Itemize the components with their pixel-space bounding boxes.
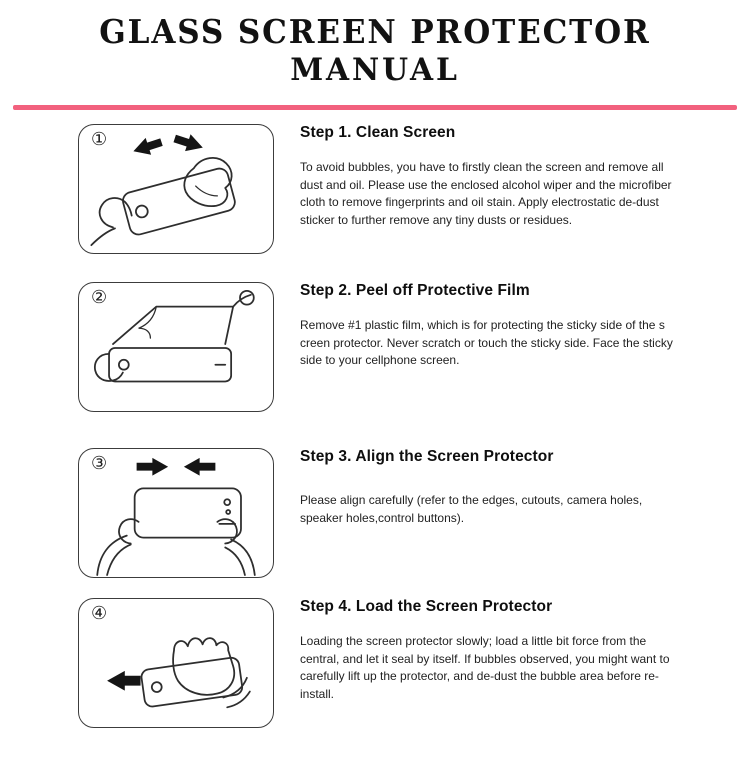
step-2-number: ② — [91, 287, 108, 308]
holding-hand — [94, 353, 124, 382]
align-left-arrow-icon — [183, 457, 216, 476]
step-4-load-protector-illustration — [107, 637, 251, 709]
step-1-clean-screen-illustration — [90, 134, 236, 247]
left-hand — [96, 534, 128, 576]
manual-title-line1: GLASS SCREEN PROTECTOR — [99, 12, 651, 51]
step-3-row: ③ Step 3. Align the Screen Protector — [78, 448, 738, 578]
title-divider — [13, 105, 737, 110]
step-3-align-illustration — [96, 457, 256, 576]
pulling-fingertip — [239, 289, 255, 306]
step-1-illustration-box: ① — [78, 124, 274, 254]
right-hand — [230, 538, 256, 576]
step-2-peel-film-illustration — [94, 289, 255, 383]
step-3-number: ③ — [91, 453, 108, 474]
phone-outline — [122, 167, 236, 236]
cleaning-cloth-hand — [183, 157, 233, 207]
step-4-illustration-box: ④ — [78, 598, 274, 728]
step-4-row: ④ Step 4. Load the Screen Protector Load… — [78, 598, 738, 728]
pressing-hand — [172, 637, 235, 696]
manual-title-line2: MANUAL — [290, 52, 460, 88]
step-4-heading: Step 4. Load the Screen Protector — [300, 598, 553, 615]
step-2-heading: Step 2. Peel off Protective Film — [300, 282, 530, 299]
phone-outline — [140, 656, 244, 708]
step-3-body: Please align carefully (refer to the edg… — [300, 493, 643, 525]
step-2-row: ② Step 2. Peel off Protective Film Remov… — [78, 282, 738, 412]
press-left-arrow-icon — [107, 670, 141, 691]
holding-thumb — [98, 197, 133, 229]
step-2-illustration-box: ② — [78, 282, 274, 412]
step-1-body: To avoid bubbles, you have to firstly cl… — [300, 160, 672, 227]
step-4-body: Loading the screen protector slowly; loa… — [300, 634, 670, 701]
step-1-row: ① Step 1. Clean Screen To avoid bubbles,… — [78, 124, 738, 254]
protective-film — [112, 305, 234, 345]
film-curl — [138, 305, 157, 339]
step-1-number: ① — [91, 129, 108, 150]
phone-outline — [133, 487, 242, 539]
manual-page: GLASS SCREEN PROTECTOR MANUAL ① Step 1. … — [0, 12, 750, 762]
align-right-arrow-icon — [136, 457, 169, 476]
step-3-heading: Step 3. Align the Screen Protector — [300, 448, 554, 465]
phone-outline — [108, 347, 233, 383]
step-4-number: ④ — [91, 603, 108, 624]
step-3-illustration-box: ③ — [78, 448, 274, 578]
wipe-right-arrow-icon — [173, 134, 203, 152]
step-2-body: Remove #1 plastic film, which is for pro… — [300, 318, 673, 368]
wipe-left-arrow-icon — [133, 137, 163, 155]
step-1-heading: Step 1. Clean Screen — [300, 124, 456, 141]
